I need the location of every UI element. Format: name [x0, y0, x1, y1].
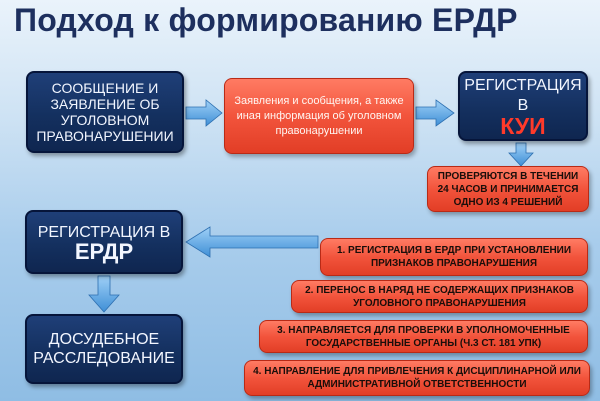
decision-4-box: 4. НАПРАВЛЕНИЕ ДЛЯ ПРИВЛЕЧЕНИЯ К ДИСЦИПЛ… [244, 360, 590, 396]
decision-2-box: 2. ПЕРЕНОС В НАРЯД НЕ СОДЕРЖАЩИХ ПРИЗНАК… [291, 280, 588, 313]
erdr-registration-box: РЕГИСТРАЦИЯ В ЕРДР [25, 210, 183, 274]
arrow-message-to-statements [185, 99, 223, 127]
kui-registration-label: РЕГИСТРАЦИЯ В [464, 77, 582, 114]
arrow-statements-to-kui [415, 99, 455, 127]
decision-1-box: 1. РЕГИСТРАЦИЯ В ЕРДР ПРИ УСТАНОВЛЕНИИ П… [320, 238, 588, 276]
message-box: СООБЩЕНИЕ И ЗАЯВЛЕНИЕ ОБ УГОЛОВНОМ ПРАВО… [26, 71, 184, 153]
statements-box: Заявления и сообщения, а также иная инфо… [224, 78, 414, 154]
arrow-decision-to-erdr [185, 226, 319, 258]
erdr-label: ЕРДР [74, 239, 134, 264]
statements-text: Заявления и сообщения, а также иная инфо… [234, 94, 404, 137]
check-box: ПРОВЕРЯЮТСЯ В ТЕЧЕНИИ 24 ЧАСОВ И ПРИНИМА… [427, 166, 589, 212]
decision-2-text: 2. ПЕРЕНОС В НАРЯД НЕ СОДЕРЖАЩИХ ПРИЗНАК… [305, 284, 574, 309]
decision-3-text: 3. НАПРАВЛЯЕТСЯ ДЛЯ ПРОВЕРКИ В УПОЛНОМОЧ… [277, 324, 570, 349]
kui-label: КУИ [500, 113, 546, 139]
decision-1-text: 1. РЕГИСТРАЦИЯ В ЕРДР ПРИ УСТАНОВЛЕНИИ П… [336, 245, 572, 269]
message-text: СООБЩЕНИЕ И ЗАЯВЛЕНИЕ ОБ УГОЛОВНОМ ПРАВО… [36, 80, 174, 144]
kui-registration-box: РЕГИСТРАЦИЯ В КУИ [458, 71, 588, 141]
arrow-kui-to-check [508, 142, 534, 167]
check-text: ПРОВЕРЯЮТСЯ В ТЕЧЕНИИ 24 ЧАСОВ И ПРИНИМА… [437, 170, 579, 208]
decision-4-text: 4. НАПРАВЛЕНИЕ ДЛЯ ПРИВЛЕЧЕНИЯ К ДИСЦИПЛ… [253, 366, 581, 390]
page-title: Подход к формированию ЕРДР [14, 2, 518, 38]
pretrial-text: ДОСУДЕБНОЕ РАССЛЕДОВАНИЕ [33, 331, 175, 367]
erdr-registration-label: РЕГИСТРАЦИЯ В [37, 224, 171, 241]
arrow-erdr-to-pretrial [88, 275, 120, 313]
pretrial-box: ДОСУДЕБНОЕ РАССЛЕДОВАНИЕ [25, 314, 183, 384]
decision-3-box: 3. НАПРАВЛЯЕТСЯ ДЛЯ ПРОВЕРКИ В УПОЛНОМОЧ… [259, 320, 588, 353]
